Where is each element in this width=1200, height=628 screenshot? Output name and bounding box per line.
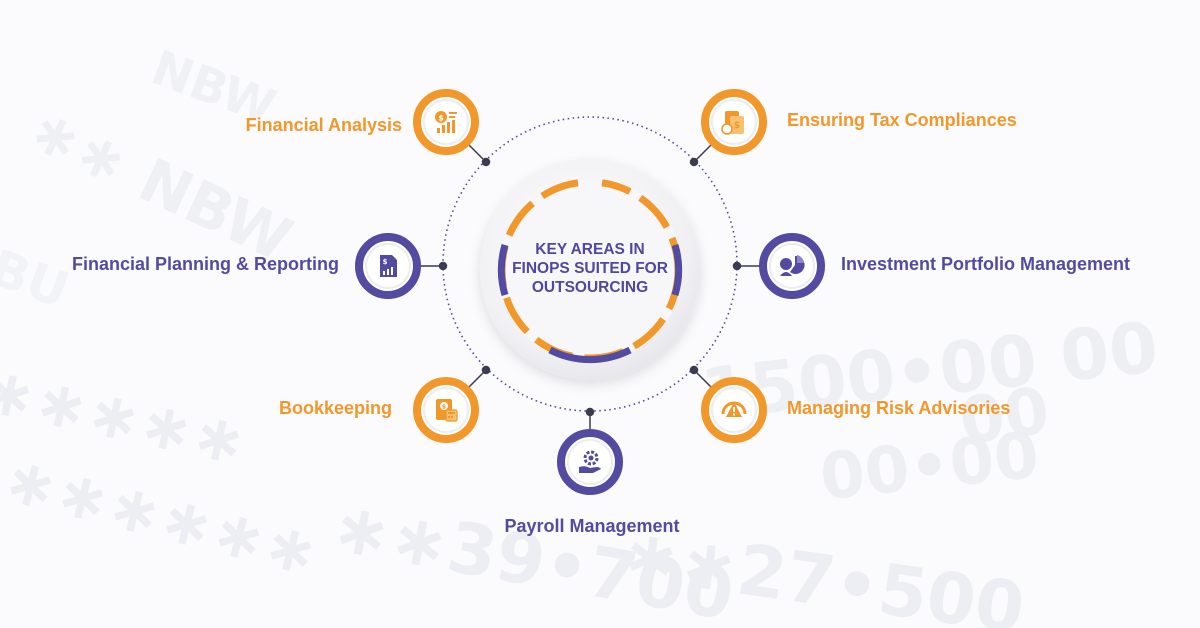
node-rings [355,89,825,495]
center-title-line-3: OUTSOURCING [531,279,649,296]
label-risk-advisories: Managing Risk Advisories [787,398,1011,418]
label-bookkeeping: Bookkeeping [278,398,392,418]
center-ring [497,177,683,364]
center-title-line-1: KEY AREAS IN [535,241,645,258]
label-payroll: Payroll Management [504,516,680,536]
hand-gear-icon [579,450,601,473]
svg-text:$: $ [442,404,446,411]
svg-text:$: $ [734,121,740,131]
portfolio-pie-icon [780,255,805,276]
label-financial-analysis: Financial Analysis [245,115,402,135]
report-document-icon: $ [380,255,397,277]
center-title: KEY AREAS IN FINOPS SUITED FOR OUTSOURCI… [490,240,690,297]
tax-document-icon: $ [721,111,744,135]
svg-text:$: $ [438,114,444,123]
label-planning-reporting: Financial Planning & Reporting [71,254,339,274]
label-investment-portfolio: Investment Portfolio Management [841,254,1131,274]
ledger-calculator-icon: $ [436,399,458,422]
svg-text:$: $ [383,258,388,266]
center-title-line-2: FINOPS SUITED FOR [512,260,668,277]
risk-warning-icon [721,401,747,417]
financial-analysis-icon: $ [435,111,457,133]
label-tax-compliance: Ensuring Tax Compliances [787,110,1017,130]
